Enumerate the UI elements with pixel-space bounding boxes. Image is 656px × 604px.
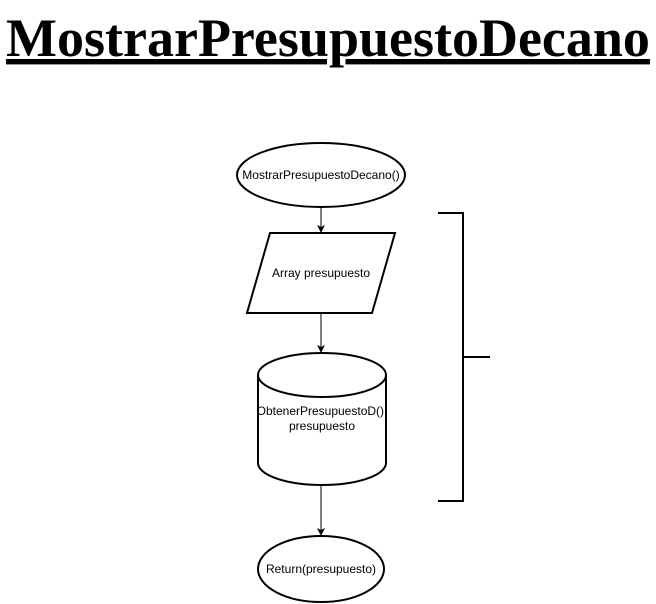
annotation-bracket: [438, 212, 490, 502]
end-ellipse-shape: [257, 535, 385, 603]
end-node[interactable]: Return(presupuesto): [257, 535, 385, 603]
page-title: MostrarPresupuestoDecano: [6, 8, 650, 68]
end-node-label: Return(presupuesto): [266, 562, 376, 576]
process-node-label-line2: presupuesto: [289, 419, 355, 433]
input-node-label: Array presupuesto: [272, 266, 370, 280]
start-node-label: MostrarPresupuestoDecano(): [242, 168, 399, 182]
input-node[interactable]: Array presupuesto: [245, 232, 397, 314]
process-node-label-line1: ObtenerPresupuestoD();: [257, 404, 388, 418]
start-node[interactable]: MostrarPresupuestoDecano(): [236, 142, 406, 208]
process-cylinder-body: [257, 352, 387, 486]
process-cylinder-rim: [257, 374, 387, 398]
input-parallelogram-shape: [245, 232, 397, 314]
process-node[interactable]: ObtenerPresupuestoD(); presupuesto: [257, 352, 388, 486]
